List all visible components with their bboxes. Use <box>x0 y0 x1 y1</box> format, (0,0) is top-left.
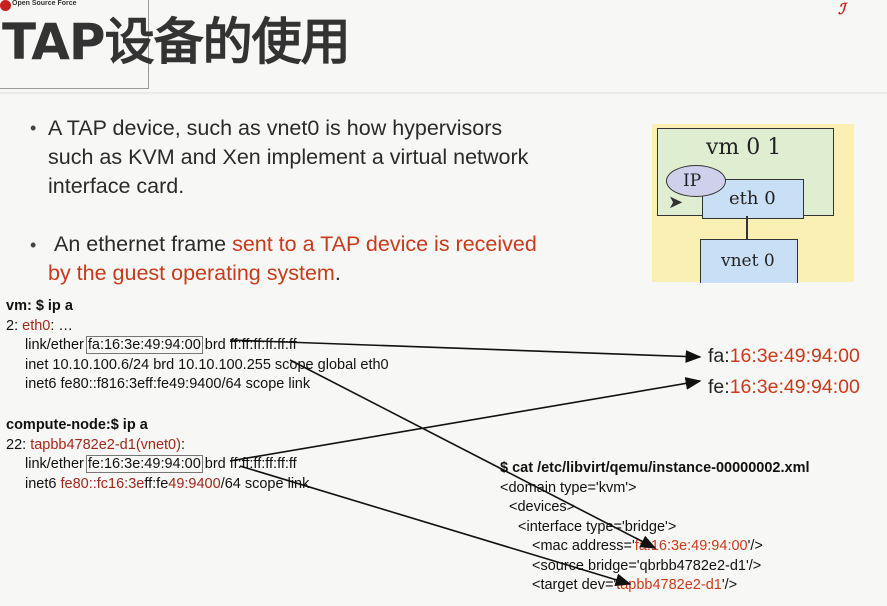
vnet-box: vnet 0 <box>700 239 798 283</box>
xml-mac-suffix: '/> <box>747 538 763 554</box>
mac-callout-tap: fe:16:3e:49:94:00 <box>708 376 860 399</box>
compute-inet6-part: inet6 <box>25 475 61 492</box>
xml-output: $ cat /etc/libvirt/qemu/instance-0000000… <box>500 459 809 596</box>
vm-iface-name: eth0 <box>22 317 51 334</box>
xml-line: <domain type='kvm'> <box>500 479 637 496</box>
title-divider <box>0 92 887 95</box>
vm-iface-num: 2: <box>6 317 23 334</box>
vm-box: vm 0 1 eth 0 IP <box>657 128 834 219</box>
xml-mac-prefix: <mac address=' <box>532 538 635 554</box>
connector-line <box>746 216 748 240</box>
title-frame <box>0 0 149 89</box>
vnet-label: vnet 0 <box>721 251 775 271</box>
bullet-2: An ethernet frame sent to a TAP device i… <box>48 230 537 288</box>
compute-iface-name: tapbb4782e2-d1(vnet0) <box>30 436 181 453</box>
compute-iface-num: 22: <box>6 436 31 453</box>
slide-title: TAP设备的使用 <box>2 13 351 71</box>
mac-callout-vm: fa:16:3e:49:94:00 <box>708 345 860 368</box>
mac-rest: 16:3e:49:94:00 <box>729 376 860 398</box>
compute-link-suffix: brd ff:ff:ff:ff:ff:ff <box>200 456 297 472</box>
vm-link-suffix: brd ff:ff:ff:ff:ff:ff <box>200 337 297 353</box>
xml-command: $ cat /etc/libvirt/qemu/instance-0000000… <box>500 460 810 476</box>
xml-source: <source bridge='qbrbb4782e2-d1'/> <box>532 557 762 574</box>
logo-text: Open Source Force <box>12 0 77 7</box>
mac-prefix: fe: <box>708 376 730 398</box>
vm-mac-box: fa:16:3e:49:94:00 <box>85 336 203 354</box>
bullet-1: A TAP device, such as vnet0 is how hyper… <box>48 114 528 201</box>
network-diagram: vm 0 1 eth 0 IP vnet 0 <box>652 124 854 283</box>
mac-prefix: fa: <box>708 345 730 367</box>
compute-inet6-part: 16:3e <box>108 475 145 492</box>
xml-line: <devices> <box>509 499 576 515</box>
compute-output: compute-node:$ ip a 22: tapbb4782e2-d1(v… <box>6 416 309 494</box>
vm-inet6: inet6 fe80::f816:3eff:fe49:9400/64 scope… <box>25 376 311 392</box>
compute-prompt: compute-node:$ ip a <box>6 417 148 433</box>
mac-rest: 16:3e:49:94:00 <box>729 345 860 367</box>
vm-prompt: vm: $ ip a <box>6 298 73 314</box>
mouse-cursor-icon: ➤ <box>668 192 684 212</box>
bullet-2-highlight: by the guest operating system <box>48 261 335 285</box>
bullet-1-line: A TAP device, such as vnet0 is how hyper… <box>48 116 503 140</box>
xml-line: <interface type='bridge'> <box>518 518 677 535</box>
vm-label: vm 0 1 <box>706 135 782 160</box>
brand-mark-icon: ℐ <box>838 1 846 18</box>
bullet-2-suffix: . <box>334 261 341 285</box>
compute-link-prefix: link/ether <box>25 456 88 472</box>
compute-inet6-part: /64 scope link <box>220 475 310 492</box>
compute-inet6-part: 49:9400 <box>168 475 221 492</box>
bullet-1-line: interface card. <box>48 174 185 198</box>
bullet-2-prefix: An ethernet frame <box>53 232 233 256</box>
ip-oval: IP <box>666 165 726 197</box>
bullet-icon: • <box>30 118 37 138</box>
ip-label: IP <box>683 171 702 191</box>
vm-inet: inet 10.10.100.6/24 brd 10.10.100.255 sc… <box>25 356 389 373</box>
compute-inet6-part: ff:fe <box>144 475 169 492</box>
compute-iface-rest: : <box>180 436 185 453</box>
compute-inet6-part: fe80::fc <box>60 475 109 492</box>
xml-target-prefix: <target dev=' <box>532 577 617 593</box>
vm-output: vm: $ ip a 2: eth0: … link/ether fa:16:3… <box>6 297 389 395</box>
xml-mac-value: fa:16:3e:49:94:00 <box>634 538 748 554</box>
compute-mac-box: fe:16:3e:49:94:00 <box>85 455 203 473</box>
eth-label: eth 0 <box>729 188 776 209</box>
bullet-icon: • <box>30 235 37 255</box>
xml-target-suffix: '/> <box>721 577 738 593</box>
logo-icon <box>0 0 11 11</box>
vm-link-prefix: link/ether <box>25 337 88 353</box>
bullet-1-line: such as KVM and Xen implement a virtual … <box>48 145 529 169</box>
xml-target-value: tapbb4782e2-d1 <box>616 577 722 593</box>
bullet-2-highlight: sent to a TAP device is received <box>232 232 537 256</box>
vm-iface-rest: : … <box>50 317 73 334</box>
